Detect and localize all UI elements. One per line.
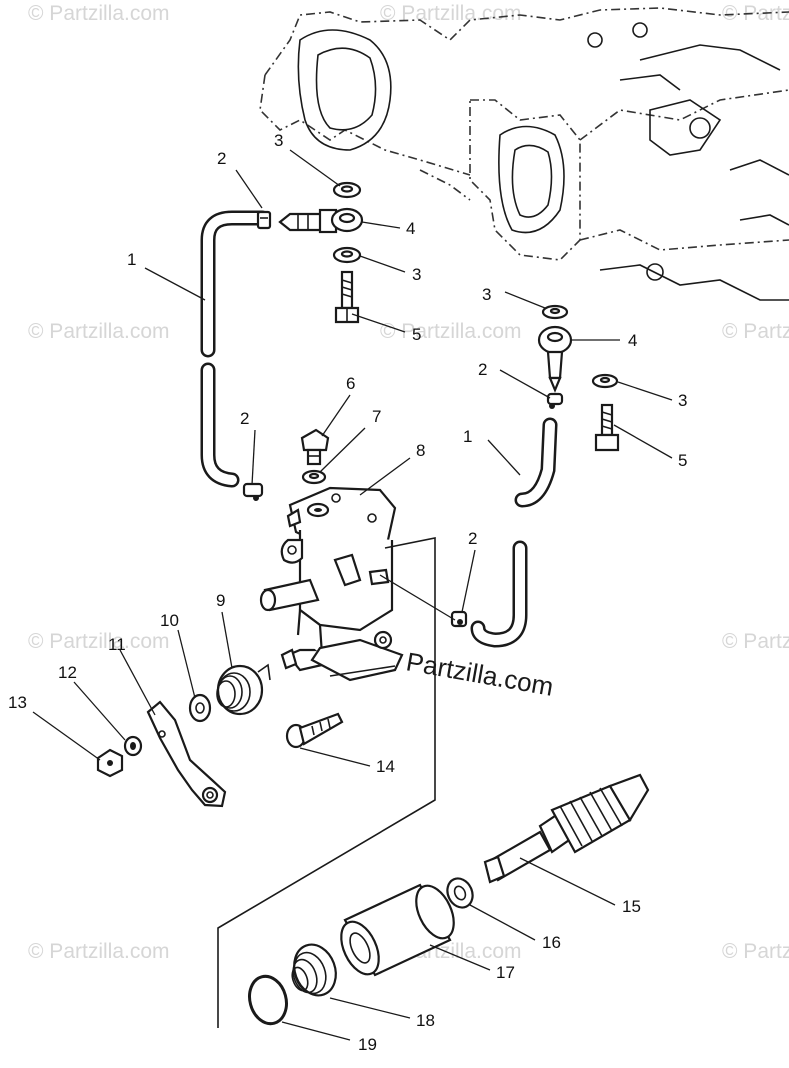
callout-4: 4	[406, 219, 415, 238]
watermark-layer: © Partzilla.com © Partzilla.com © Partzi…	[28, 2, 789, 963]
callout-2: 2	[468, 529, 477, 548]
callout-19: 19	[358, 1035, 377, 1054]
washer	[591, 373, 619, 389]
pump-top-boss	[306, 502, 330, 518]
callout-1: 1	[127, 250, 136, 269]
shaft-washer	[446, 877, 474, 909]
drive-shaft	[483, 773, 650, 884]
hose-clamp	[242, 482, 264, 501]
pump-washer	[301, 469, 327, 485]
callout-5: 5	[678, 451, 687, 470]
snap-ring	[248, 974, 288, 1026]
brand-label: Partzilla.com	[404, 646, 556, 701]
callout-18: 18	[416, 1011, 435, 1030]
lever-washer	[188, 693, 212, 723]
watermark: © Partzilla.com	[722, 630, 789, 653]
banjo-fitting-left	[278, 207, 364, 234]
callout-2: 2	[217, 149, 226, 168]
callout-8: 8	[416, 441, 425, 460]
callout-16: 16	[542, 933, 561, 952]
callout-3: 3	[678, 391, 687, 410]
callout-7: 7	[372, 407, 381, 426]
pump-bolt	[300, 428, 330, 466]
callout-11: 11	[108, 635, 126, 654]
callout-4: 4	[628, 331, 637, 350]
callout-13: 13	[8, 693, 27, 712]
watermark: © Partzilla.com	[722, 2, 789, 25]
hose-clamp	[546, 392, 564, 409]
callout-5: 5	[412, 325, 421, 344]
callout-6: 6	[346, 374, 355, 393]
watermark: © Partzilla.com	[380, 320, 522, 343]
return-spring	[216, 663, 271, 716]
callout-3: 3	[412, 265, 421, 284]
washer	[541, 304, 569, 320]
assembly-bracket-line	[217, 537, 436, 1028]
oil-hose-right	[470, 417, 558, 648]
hose-clamp	[450, 610, 468, 628]
callout-9: 9	[216, 591, 225, 610]
oil-pump-body	[259, 486, 404, 682]
shaft-bushing	[340, 883, 455, 977]
callout-14: 14	[376, 757, 395, 776]
callout-3: 3	[274, 131, 283, 150]
nut	[96, 748, 124, 778]
washer	[332, 181, 362, 199]
leader-lines	[32, 149, 673, 1041]
watermark: © Partzilla.com	[28, 320, 170, 343]
watermark: © Partzilla.com	[722, 320, 789, 343]
watermark: © Partzilla.com	[380, 2, 522, 25]
washer	[332, 246, 362, 264]
callout-10: 10	[160, 611, 179, 630]
banjo-bolt	[334, 270, 360, 324]
callout-12: 12	[58, 663, 77, 682]
engine-case	[259, 7, 789, 301]
callout-labels: 1 2 3 4 3 5 3 4 3 5 2 1 2 6 7 8 2 9 10 1…	[8, 131, 687, 1054]
watermark: © Partzilla.com	[722, 940, 789, 963]
callout-3: 3	[482, 285, 491, 304]
banjo-bolt	[594, 403, 620, 452]
pump-lever	[146, 700, 227, 808]
hose-clamp	[256, 210, 272, 230]
callout-2: 2	[478, 360, 487, 379]
lock-washer	[123, 735, 143, 757]
oil-hose-left	[200, 210, 270, 488]
shaft-spring	[291, 943, 337, 997]
mounting-screw	[285, 712, 344, 749]
callout-2: 2	[240, 409, 249, 428]
callout-1: 1	[463, 427, 472, 446]
watermark: © Partzilla.com	[28, 2, 170, 25]
banjo-fitting-right	[537, 325, 573, 393]
callout-17: 17	[496, 963, 515, 982]
watermark: © Partzilla.com	[28, 630, 170, 653]
watermark: © Partzilla.com	[28, 940, 170, 963]
callout-15: 15	[622, 897, 641, 916]
